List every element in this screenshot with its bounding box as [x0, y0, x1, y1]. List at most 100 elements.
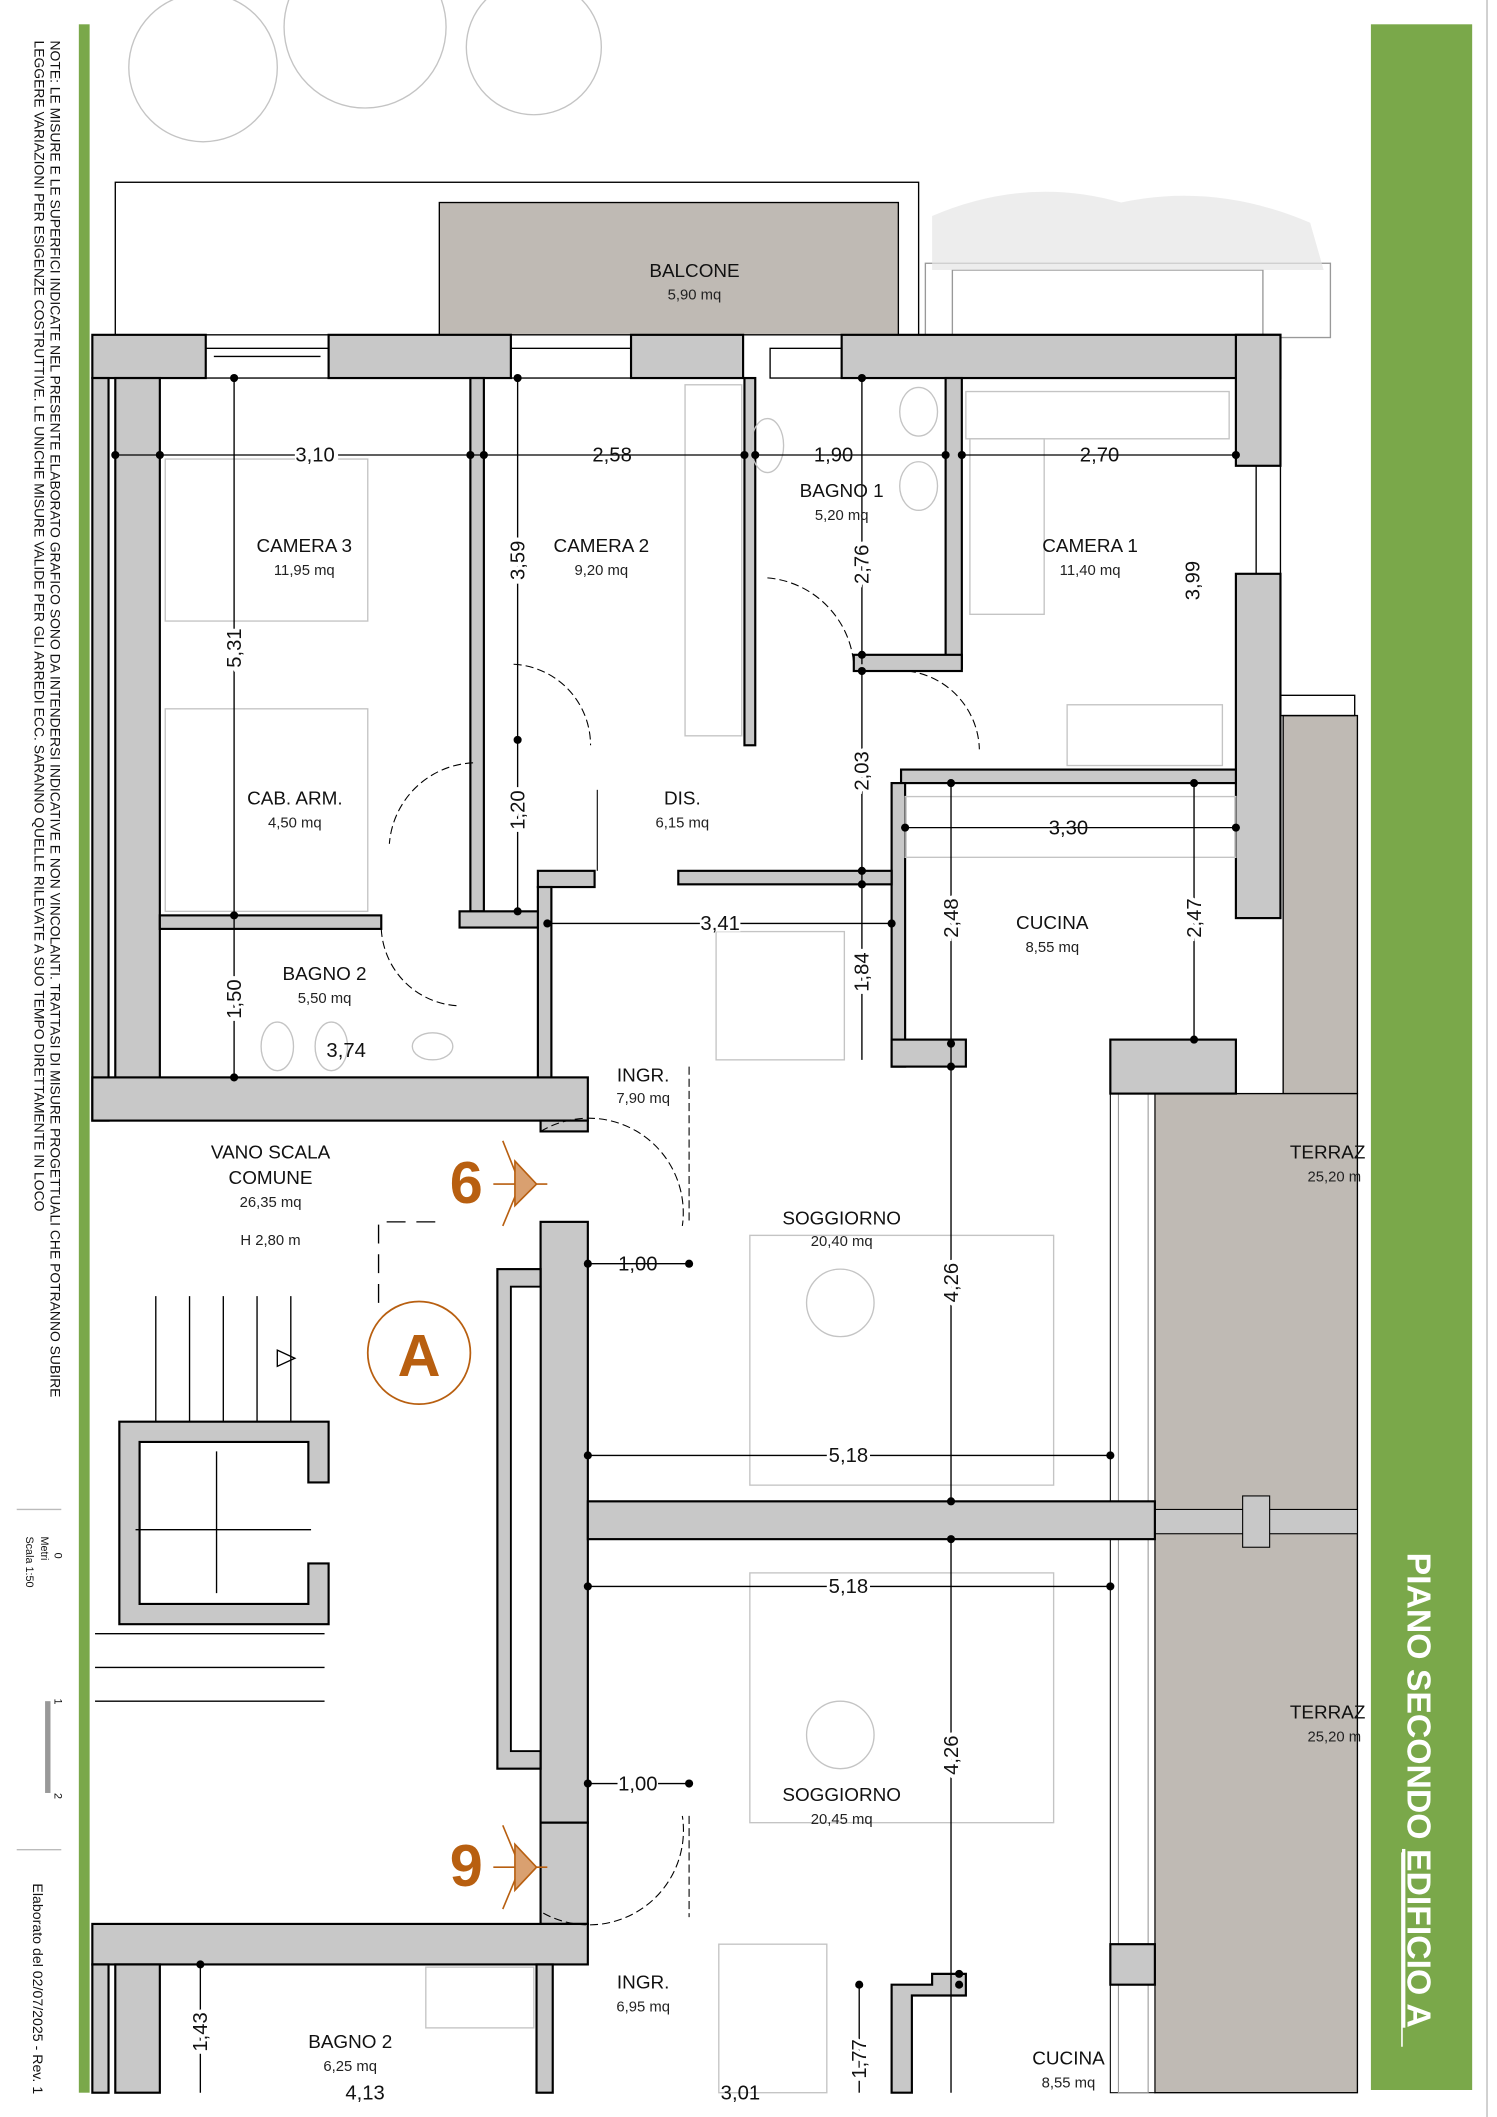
room-area: 7,90 mq — [616, 1091, 670, 1107]
planter — [924, 191, 1332, 339]
room-area: 4,50 mq — [268, 816, 322, 832]
room-area: 9,20 mq — [575, 563, 629, 579]
note-line-2: LEGGERE VARIAZIONI PER ESIGENZE COSTRUTT… — [31, 41, 47, 1212]
room-name: CAMERA 3 — [257, 536, 353, 557]
dimension-label: 4,26 — [941, 1263, 963, 1302]
walls — [91, 333, 1282, 2094]
room-name: BAGNO 1 — [800, 481, 884, 502]
dimension-label: 2,58 — [592, 445, 631, 467]
stairwell — [95, 1221, 447, 1702]
scale-label: Scala 1:50 — [23, 1536, 35, 1587]
room-area: 11,40 mq — [1060, 563, 1121, 579]
room-area: 26,35 mq — [240, 1195, 302, 1211]
dimension-label: 2,76 — [852, 545, 874, 584]
dimension-label: 2,48 — [941, 898, 963, 937]
room-area: 20,45 mq — [811, 1812, 873, 1828]
room-area: 25,20 m — [1307, 1169, 1361, 1185]
room-labels: BALCONE 5,90 mq CAMERA 3 11,95 mq CAMERA… — [211, 261, 1366, 2092]
room-name: COMUNE — [229, 1168, 313, 1189]
dimension-label: 3,10 — [295, 445, 334, 467]
dimension-label: 1,00 — [618, 1253, 657, 1275]
room-name: BAGNO 2 — [283, 964, 367, 985]
dimension-label: 5,31 — [224, 628, 246, 667]
dimension-labels: 3,10 2,58 1,90 2,70 3,30 3,41 3,74 1,00 … — [186, 441, 1210, 2104]
apartment-number: 9 — [450, 1832, 483, 1899]
dimension-label: 3,30 — [1049, 817, 1088, 839]
title-building: EDIFICIO A — [1399, 1849, 1437, 2028]
page-title: PIANO SECONDO EDIFICIO A — [1399, 1553, 1437, 2028]
room-name: CAB. ARM. — [247, 789, 343, 810]
room-area: 11,95 mq — [274, 563, 335, 579]
dimension-label: 4,13 — [345, 2082, 384, 2104]
dimension-label: 1,00 — [618, 1773, 657, 1795]
scale-tick-1: 1 — [52, 1698, 64, 1704]
revision-label: Elaborato del 02/07/2025 - Rev. 1 — [29, 1883, 45, 2094]
notes: NOTE: LE MISURE E LE SUPERFICI INDICATE … — [31, 41, 63, 1398]
building-letter: A — [398, 1322, 441, 1389]
room-name: SOGGIORNO — [782, 1209, 901, 1230]
dimension-label: 1,50 — [224, 979, 246, 1018]
scale-bar: 0 Metri Scala 1:50 1 2 — [23, 1536, 63, 1799]
room-area: 8,55 mq — [1025, 940, 1079, 956]
windows — [205, 347, 1356, 717]
building-marker: A — [366, 1300, 472, 1406]
room-name: BALCONE — [649, 261, 739, 282]
room-name: INGR. — [617, 1973, 669, 1994]
furniture — [164, 384, 1237, 2094]
room-area: 20,40 mq — [811, 1234, 873, 1250]
dimension-label: 5,18 — [829, 1445, 868, 1467]
dimension-label: 2,70 — [1080, 445, 1119, 467]
apartment-marker-6: 6 — [450, 1140, 548, 1227]
room-name: SOGGIORNO — [782, 1785, 901, 1806]
room-area: 8,55 mq — [1042, 2075, 1096, 2091]
dimension-label: 4,26 — [941, 1735, 963, 1774]
dimension-label: 3,99 — [1182, 561, 1204, 600]
elevator-shaft — [118, 1420, 330, 1626]
terrazzo-floor — [1154, 1092, 1359, 2094]
entrance-arrow-icon — [493, 1825, 548, 1910]
dimension-label: 1,90 — [814, 445, 853, 467]
room-name: CUCINA — [1016, 913, 1089, 934]
title-prefix: PIANO SECONDO — [1399, 1553, 1437, 1849]
doors — [380, 577, 980, 1926]
dimension-label: 1,20 — [507, 790, 529, 829]
room-height: H 2,80 m — [240, 1233, 300, 1249]
room-name: CUCINA — [1032, 2048, 1105, 2069]
entrance-arrow-icon — [493, 1140, 548, 1227]
room-name: CAMERA 1 — [1042, 536, 1138, 557]
room-name: DIS. — [664, 789, 701, 810]
left-green-strip — [78, 24, 90, 2093]
scale-tick-2: 2 — [52, 1793, 64, 1799]
room-area: 5,20 mq — [815, 508, 869, 524]
dimension-label: 3,74 — [326, 1040, 365, 1062]
dimension-label: 1,77 — [849, 2039, 871, 2078]
dimension-label: 3,59 — [507, 541, 529, 580]
room-name: BAGNO 2 — [308, 2032, 392, 2053]
room-area: 5,90 mq — [668, 288, 722, 304]
dimension-label: 1,84 — [852, 952, 874, 991]
room-area: 25,20 m — [1307, 1730, 1361, 1746]
dimension-label: 2,47 — [1184, 898, 1206, 937]
room-area: 6,15 mq — [656, 816, 710, 832]
dimension-label: 1,43 — [190, 2012, 212, 2051]
apartment-number: 6 — [450, 1149, 483, 1216]
room-name: CAMERA 2 — [554, 536, 650, 557]
dimension-lines — [111, 373, 1240, 2093]
note-line-1: NOTE: LE MISURE E LE SUPERFICI INDICATE … — [47, 41, 63, 1398]
apartment-marker-9: 9 — [450, 1825, 548, 1910]
terrazzo-floor — [1282, 714, 1359, 1095]
room-area: 6,25 mq — [323, 2059, 377, 2075]
scale-unit: Metri — [38, 1536, 50, 1560]
room-area: 6,95 mq — [616, 2000, 670, 2016]
room-name: VANO SCALA — [211, 1142, 331, 1163]
dimension-label: 3,01 — [721, 2082, 760, 2104]
dimension-label: 3,41 — [700, 913, 739, 935]
room-area: 5,50 mq — [298, 991, 352, 1007]
tree-canopy — [128, 0, 602, 143]
room-name: INGR. — [617, 1065, 669, 1086]
title-panel — [1370, 24, 1473, 2090]
dimension-label: 5,18 — [829, 1576, 868, 1598]
room-name: TERRAZ — [1290, 1142, 1366, 1163]
dimension-label: 2,03 — [852, 751, 874, 790]
